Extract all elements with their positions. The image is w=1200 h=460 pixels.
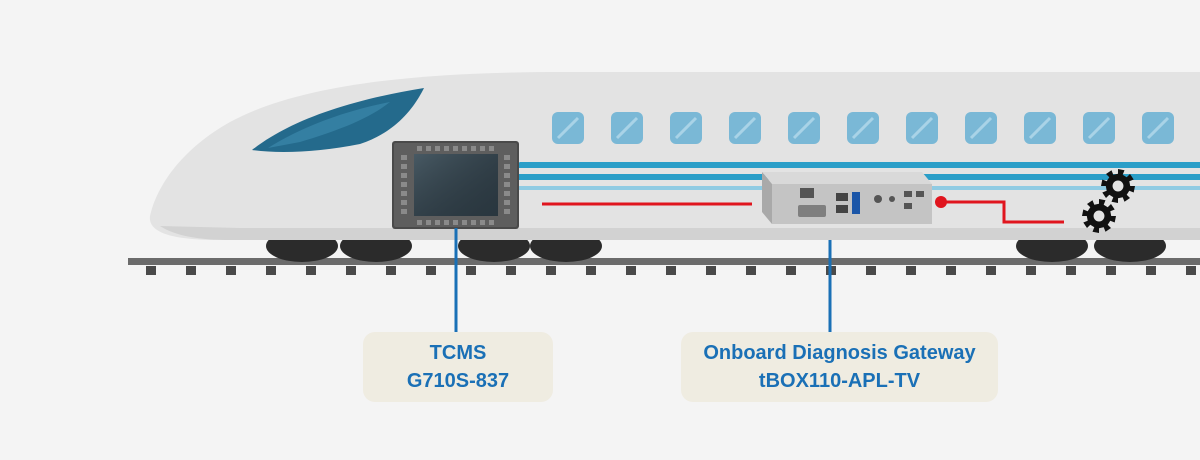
tcms-key	[426, 146, 431, 151]
window-glare	[556, 116, 580, 140]
gateway-label-model: tBOX110-APL-TV	[758, 370, 921, 392]
rail-sleeper	[1066, 266, 1076, 275]
tcms-key	[417, 220, 422, 225]
tcms-key	[435, 220, 440, 225]
tcms-key	[401, 182, 407, 187]
gear-icon	[1101, 169, 1135, 203]
tcms-key	[401, 209, 407, 214]
tcms-key	[444, 220, 449, 225]
window-glare	[674, 116, 698, 140]
tcms-display-icon	[392, 141, 519, 229]
window-glare	[792, 116, 816, 140]
rail-sleeper	[906, 266, 916, 275]
tcms-key	[401, 164, 407, 169]
rail-sleeper	[946, 266, 956, 275]
rail-sleepers	[146, 266, 1196, 275]
window-glare	[1087, 116, 1111, 140]
train-windows	[552, 112, 1174, 144]
tcms-key	[401, 155, 407, 160]
rail-sleeper	[746, 266, 756, 275]
tcms-key	[504, 173, 510, 178]
tcms-key	[453, 146, 458, 151]
tcms-key	[435, 146, 440, 151]
tcms-key	[504, 155, 510, 160]
signal-lines	[542, 200, 1064, 224]
rail-sleeper	[186, 266, 196, 275]
rail-sleeper	[386, 266, 396, 275]
rail-sleeper	[346, 266, 356, 275]
tcms-key	[401, 200, 407, 205]
tcms-label-model: G710S-837	[406, 370, 510, 392]
tcms-key	[462, 220, 467, 225]
gear-icon	[1082, 199, 1116, 233]
tcms-key	[417, 146, 422, 151]
window-glare	[1028, 116, 1052, 140]
tcms-key	[504, 164, 510, 169]
tcms-key	[426, 220, 431, 225]
rail-sleeper	[866, 266, 876, 275]
tcms-key	[504, 200, 510, 205]
tcms-key	[471, 220, 476, 225]
rail-sleeper	[226, 266, 236, 275]
rail-sleeper	[1026, 266, 1036, 275]
gateway-box-icon	[762, 172, 932, 224]
window-glare	[969, 116, 993, 140]
rail-sleeper	[786, 266, 796, 275]
window-glare	[615, 116, 639, 140]
tcms-key	[401, 173, 407, 178]
callout-lines	[454, 228, 832, 332]
gear-hub	[1112, 180, 1124, 192]
tcms-key	[480, 146, 485, 151]
tcms-key	[444, 146, 449, 151]
rail-sleeper	[666, 266, 676, 275]
rail-sleeper	[146, 266, 156, 275]
gateway-label-title: Onboard Diagnosis Gateway	[703, 342, 976, 364]
rail-sleeper	[546, 266, 556, 275]
tcms-key	[489, 220, 494, 225]
train-body	[149, 72, 1200, 240]
rail-sleeper	[706, 266, 716, 275]
rail-sleeper	[466, 266, 476, 275]
window-glare	[910, 116, 934, 140]
gear-hub	[1093, 210, 1105, 222]
rail-sleeper	[1186, 266, 1196, 275]
gateway-label-box: Onboard Diagnosis Gateway tBOX110-APL-TV	[681, 332, 998, 402]
rail-sleeper	[506, 266, 516, 275]
tcms-key	[471, 146, 476, 151]
tcms-key	[480, 220, 485, 225]
rail-sleeper	[306, 266, 316, 275]
window-glare	[1146, 116, 1170, 140]
rail-sleeper	[1146, 266, 1156, 275]
tcms-key	[462, 146, 467, 151]
tcms-key	[489, 146, 494, 151]
tcms-label-box: TCMS G710S-837	[363, 332, 553, 402]
tcms-key	[504, 191, 510, 196]
tcms-key	[453, 220, 458, 225]
tcms-key	[401, 191, 407, 196]
rail-sleeper	[586, 266, 596, 275]
tcms-label-title: TCMS	[429, 342, 487, 364]
tcms-key	[504, 182, 510, 187]
rail-sleeper	[626, 266, 636, 275]
rail-sleeper	[426, 266, 436, 275]
signal-node	[935, 196, 947, 208]
window-glare	[733, 116, 757, 140]
rail-sleeper	[986, 266, 996, 275]
rail-sleeper	[1106, 266, 1116, 275]
rail-sleeper	[266, 266, 276, 275]
window-glare	[851, 116, 875, 140]
tcms-key	[504, 209, 510, 214]
